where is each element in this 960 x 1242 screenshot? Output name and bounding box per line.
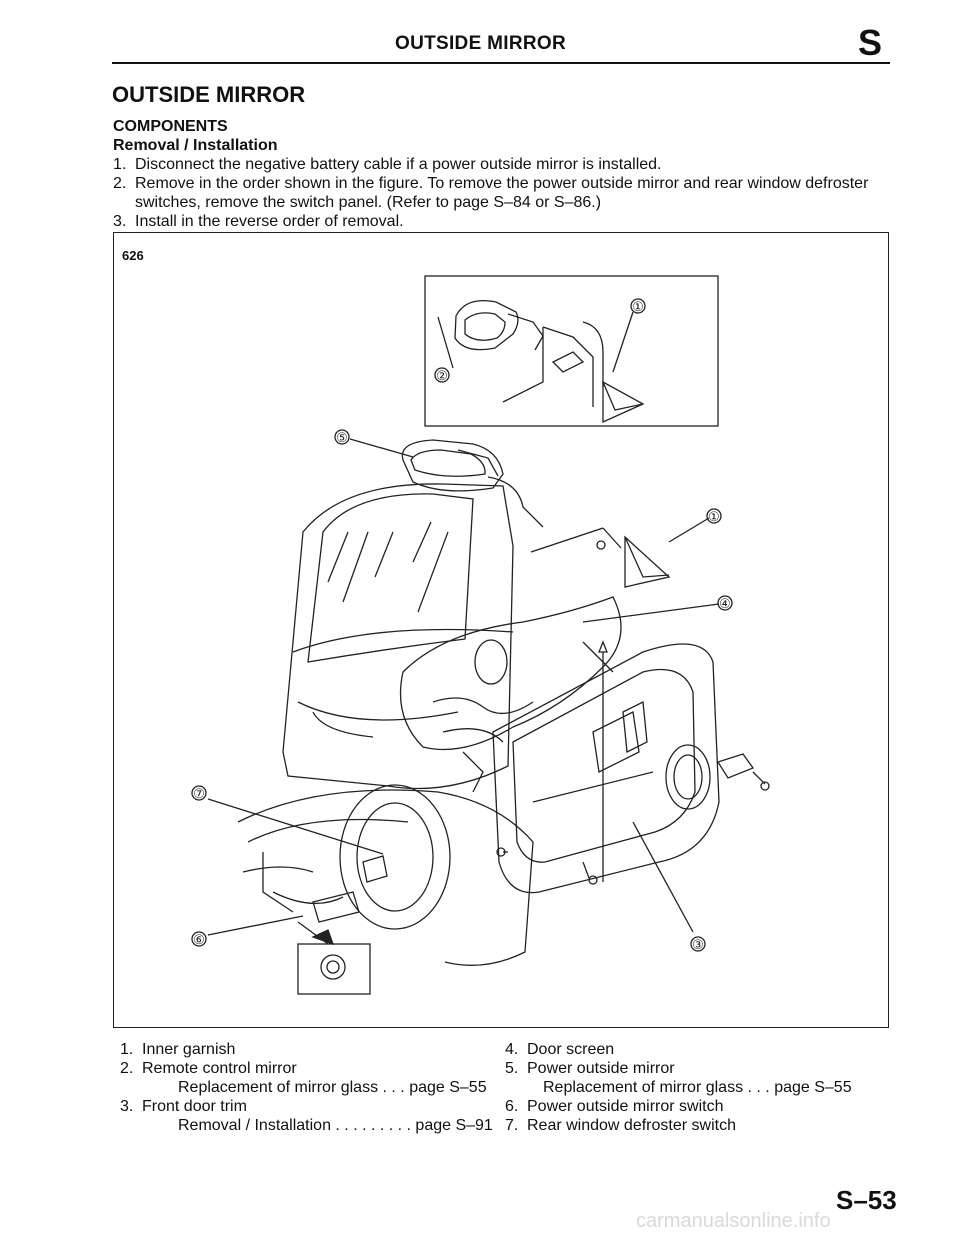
legend-number: 1. — [120, 1041, 134, 1058]
section-title: OUTSIDE MIRROR — [112, 82, 306, 107]
callout-5: ⑤ — [336, 430, 348, 445]
legend-text: Front door trim — [142, 1098, 247, 1115]
figure-model-label: 626 — [122, 248, 144, 263]
step-text: Install in the reverse order of removal. — [135, 213, 404, 230]
step-2-continuation: switches, remove the switch panel. (Refe… — [135, 194, 602, 211]
legend-item: 3. Front door trim — [120, 1097, 493, 1116]
callout-6: ⑥ — [193, 932, 205, 947]
legend-number: 7. — [505, 1117, 519, 1134]
step-2: 2. Remove in the order shown in the figur… — [113, 174, 903, 193]
legend-subitem: Removal / Installation . . . . . . . . .… — [178, 1117, 493, 1134]
step-text: Remove in the order shown in the figure.… — [135, 175, 869, 192]
switch-inset-box — [297, 943, 371, 995]
callout-7: ⑦ — [193, 786, 205, 801]
subheading-removal: Removal / Installation — [113, 137, 278, 154]
legend-item: 7. Rear window defroster switch — [505, 1116, 852, 1135]
watermark: carmanualsonline.info — [636, 1210, 831, 1232]
callout-4: ④ — [719, 596, 731, 611]
callout-3: ③ — [692, 937, 704, 952]
exploded-diagram: ① ② ⑤ ① ④ ⑦ ⑥ ③ — [191, 275, 770, 995]
legend-number: 5. — [505, 1060, 519, 1077]
callout-1-inset: ① — [632, 299, 644, 314]
step-number: 1. — [113, 156, 127, 173]
legend-item: 5. Power outside mirror — [505, 1059, 852, 1078]
legend-text: Door screen — [527, 1041, 615, 1058]
legend-text: Power outside mirror — [527, 1060, 675, 1077]
legend-subitem: Replacement of mirror glass . . . page S… — [178, 1079, 487, 1096]
legend-text: Inner garnish — [142, 1041, 236, 1058]
legend-item: 1. Inner garnish — [120, 1040, 493, 1059]
legend-right: 4. Door screen 5. Power outside mirror Rep… — [505, 1040, 852, 1135]
legend-text: Power outside mirror switch — [527, 1098, 724, 1115]
running-header-title: OUTSIDE MIRROR — [395, 33, 566, 54]
legend-item: 4. Door screen — [505, 1040, 852, 1059]
legend-subitem: Replacement of mirror glass . . . page S… — [543, 1079, 852, 1096]
legend-number: 4. — [505, 1041, 519, 1058]
step-text: Disconnect the negative battery cable if… — [135, 156, 662, 173]
section-letter: S — [858, 22, 883, 63]
inset-detail-box — [424, 275, 719, 427]
callout-1: ① — [708, 509, 720, 524]
page-number: S–53 — [836, 1185, 897, 1215]
header-rule — [112, 62, 890, 64]
subheading-components: COMPONENTS — [113, 118, 228, 135]
step-1: 1. Disconnect the negative battery cable … — [113, 155, 903, 174]
legend-item: 2. Remote control mirror — [120, 1059, 493, 1078]
callout-2: ② — [436, 368, 448, 383]
step-number: 2. — [113, 175, 127, 192]
legend-text: Remote control mirror — [142, 1060, 297, 1077]
step-number: 3. — [113, 213, 127, 230]
legend-number: 3. — [120, 1098, 134, 1115]
legend-text: Rear window defroster switch — [527, 1117, 736, 1134]
step-3: 3. Install in the reverse order of remova… — [113, 212, 903, 231]
legend-item: 6. Power outside mirror switch — [505, 1097, 852, 1116]
legend-number: 2. — [120, 1060, 134, 1077]
figure-frame — [113, 232, 889, 1028]
legend-number: 6. — [505, 1098, 519, 1115]
legend-left: 1.Inner garnish 2.Remote control mirror … — [120, 1040, 493, 1135]
